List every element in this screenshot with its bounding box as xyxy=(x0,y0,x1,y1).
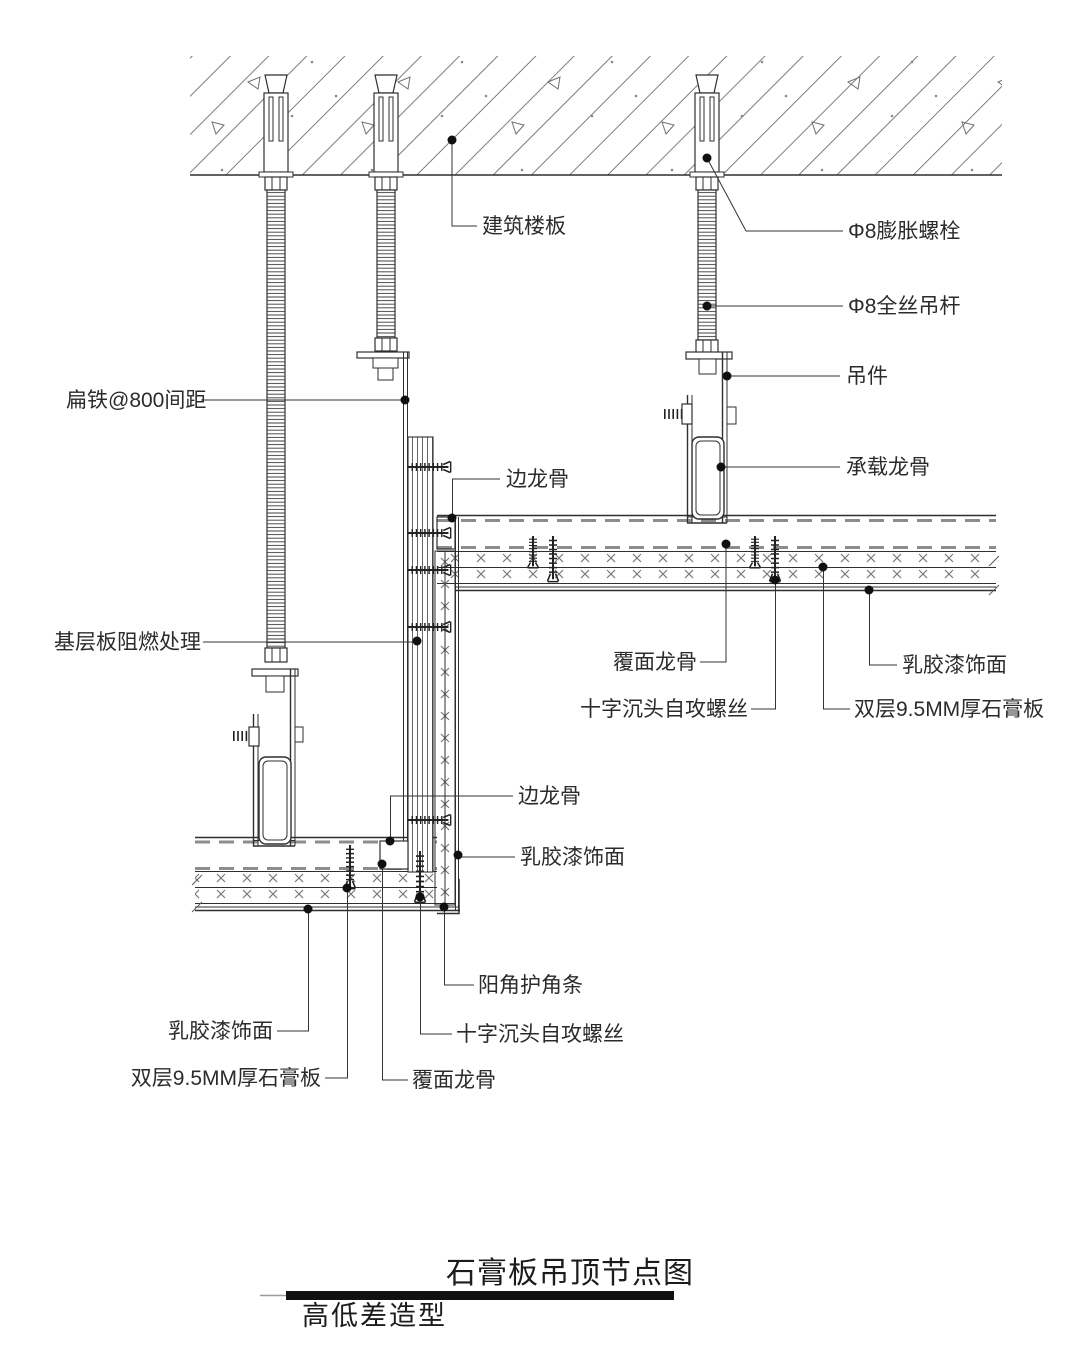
left-bolt-nut xyxy=(294,726,304,743)
building-slab xyxy=(190,56,1002,176)
leader-gypsum-upper xyxy=(823,569,850,710)
label-gypsum-lower: 双层9.5MM厚石膏板 xyxy=(131,1067,321,1090)
upper-end-tick-2 xyxy=(988,584,1000,596)
upper-end-tick-1 xyxy=(988,555,1000,567)
leader-screw-lower xyxy=(420,900,452,1035)
leader-expansion-bolt xyxy=(706,157,843,232)
right-bolt-head xyxy=(681,403,693,425)
title-underline-bar xyxy=(286,1291,674,1300)
leader-paint-upper xyxy=(869,592,897,666)
label-paint-bottom: 乳胶漆饰面 xyxy=(168,1020,273,1043)
leader-gypsum-lower xyxy=(325,891,348,1079)
leader-edge-channel-upper xyxy=(452,478,500,516)
carrier-channel-left xyxy=(258,756,292,845)
middle-bracket-plate xyxy=(356,351,410,359)
leader-lines xyxy=(201,140,897,1081)
step-assembly xyxy=(379,436,460,915)
lower-ceiling xyxy=(191,836,460,913)
base-board-column xyxy=(407,436,434,873)
middle-rod-nut xyxy=(374,337,398,352)
label-screw-lower: 十字沉头自攻螺丝 xyxy=(456,1023,624,1046)
right-rod-nut xyxy=(695,339,719,354)
label-furring-upper: 覆面龙骨 xyxy=(613,651,697,674)
right-bolt-nut xyxy=(726,406,737,425)
leader-corner-bead xyxy=(444,910,474,986)
left-rod-nut xyxy=(264,647,288,663)
annotations: 建筑楼板 Φ8膨胀螺栓 Φ8全丝吊杆 吊件 承载龙骨 扁铁@800间距 边龙骨 … xyxy=(54,215,1044,1092)
carrier-channel-right-inner xyxy=(695,440,721,516)
label-edge-channel-upper: 边龙骨 xyxy=(506,468,569,491)
left-hanger xyxy=(233,647,304,847)
hanger-rod-left xyxy=(266,189,286,649)
label-paint-upper: 乳胶漆饰面 xyxy=(902,654,1007,677)
label-hanger: 吊件 xyxy=(846,365,888,388)
label-building-slab: 建筑楼板 xyxy=(482,215,566,238)
hanger-rod-middle xyxy=(376,189,396,339)
leader-paint-bottom xyxy=(277,912,309,1032)
right-hanger-plate xyxy=(685,351,733,360)
upper-ceiling xyxy=(437,514,1000,596)
label-carrier-channel: 承载龙骨 xyxy=(846,456,930,479)
right-hanger-block xyxy=(698,358,717,375)
label-screw-upper: 十字沉头自攻螺丝 xyxy=(580,698,748,721)
leader-screw-upper xyxy=(751,582,776,710)
label-expansion-bolt: Φ8膨胀螺栓 xyxy=(848,220,960,243)
leader-furring-lower xyxy=(382,867,408,1081)
flat-iron-bracket xyxy=(356,337,410,841)
carrier-channel-left-inner xyxy=(262,760,288,841)
lower-end-tick-1 xyxy=(191,874,203,886)
label-flat-iron: 扁铁@800间距 xyxy=(66,389,206,412)
hanger-rod-right xyxy=(697,189,717,341)
drawing-title: 石膏板吊顶节点图 xyxy=(446,1257,694,1290)
lower-end-tick-2 xyxy=(191,901,203,913)
slab-specks xyxy=(190,56,1002,175)
right-hanger xyxy=(664,339,737,524)
label-gypsum-upper: 双层9.5MM厚石膏板 xyxy=(854,698,1044,721)
left-hanger-block xyxy=(265,675,285,693)
leader-furring-upper xyxy=(700,546,727,663)
label-corner-bead: 阳角护角条 xyxy=(478,974,583,997)
drawing-subtitle: 高低差造型 xyxy=(302,1301,447,1331)
label-base-board: 基层板阻燃处理 xyxy=(54,631,201,654)
leader-dots xyxy=(303,135,874,914)
carrier-channel-right xyxy=(691,436,725,520)
middle-bracket-block-1 xyxy=(372,357,399,369)
label-hanger-rod: Φ8全丝吊杆 xyxy=(848,295,960,318)
label-paint-side: 乳胶漆饰面 xyxy=(520,846,625,869)
middle-bracket-block-2 xyxy=(377,367,394,381)
leader-edge-channel-lower xyxy=(390,795,513,839)
left-bolt-head xyxy=(248,726,260,747)
leader-building-slab xyxy=(451,140,477,227)
title-block: 石膏板吊顶节点图 高低差造型 xyxy=(260,1257,694,1331)
label-edge-channel-lower: 边龙骨 xyxy=(518,785,581,808)
label-furring-lower: 覆面龙骨 xyxy=(412,1069,496,1092)
